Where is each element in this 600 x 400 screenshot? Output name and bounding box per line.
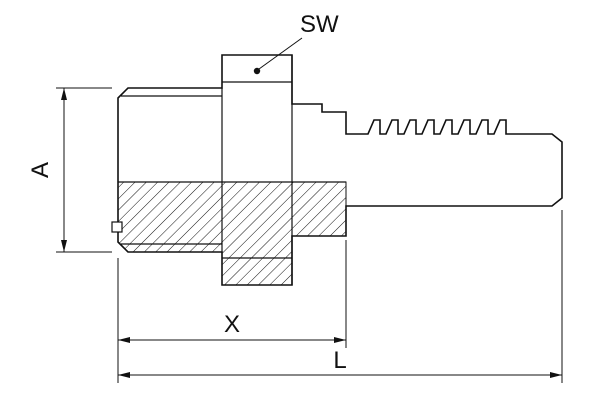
dimension-l-label: L [333, 347, 346, 374]
dim-a-arrow-down [61, 240, 67, 252]
sw-reference-dot [253, 67, 261, 75]
sw-leader-line [258, 37, 303, 70]
dimension-x: X [117, 240, 347, 383]
dimension-x-label: X [224, 311, 240, 338]
seal-edge-detail [111, 221, 123, 233]
dim-x-arrow-left [118, 337, 130, 343]
fitting-outline [117, 54, 563, 286]
sw-label: SW [300, 11, 339, 38]
dim-l-arrow-left [118, 372, 130, 378]
dimension-l: L [118, 210, 563, 383]
sw-callout: SW [253, 11, 339, 75]
dimension-a: A [27, 87, 112, 253]
section-hatch [117, 181, 347, 286]
internal-edges [111, 55, 346, 285]
dim-l-arrow-right [550, 372, 562, 378]
dim-a-arrow-up [61, 88, 67, 100]
dimension-a-label: A [27, 162, 54, 178]
dim-x-arrow-right [334, 337, 346, 343]
